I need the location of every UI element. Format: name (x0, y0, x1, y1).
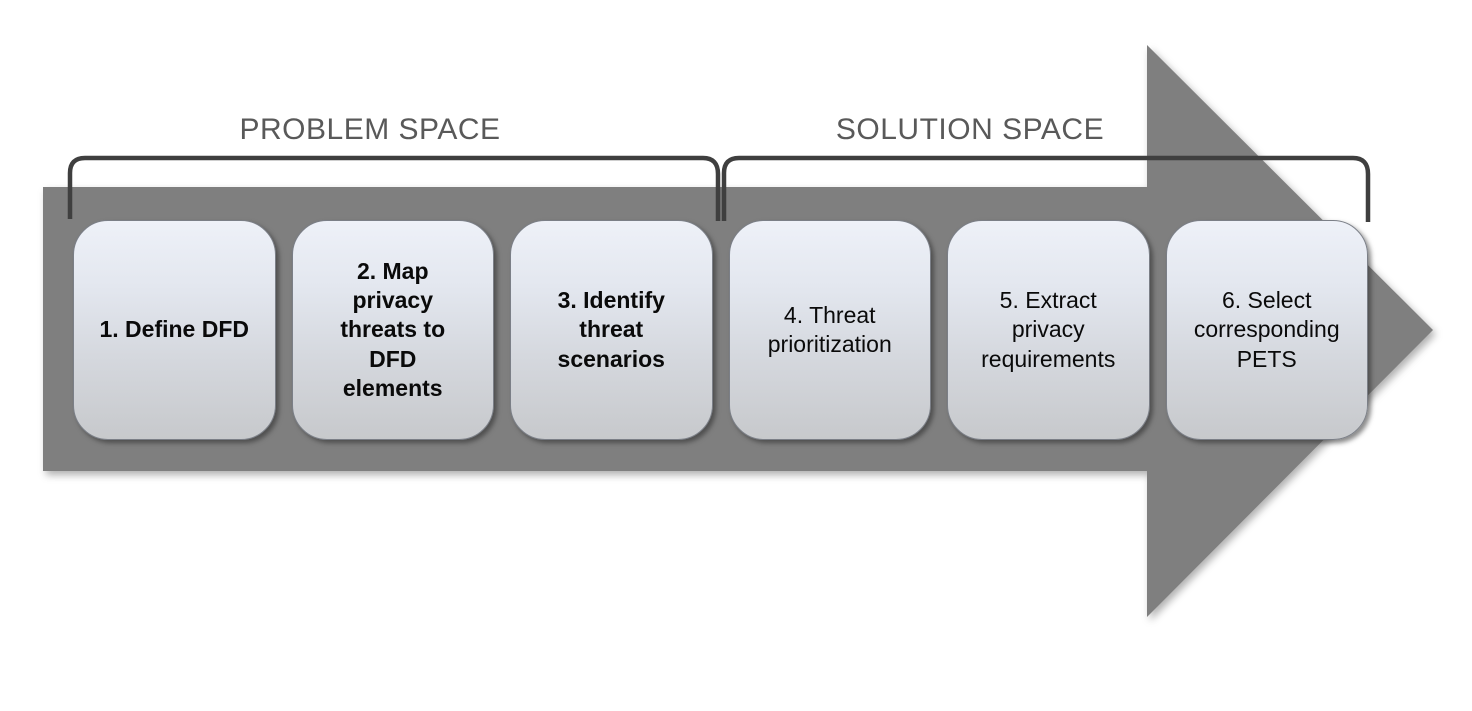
steps-row: 1. Define DFD 2. Map privacy threats to … (73, 220, 1368, 440)
step-box-1-define-dfd: 1. Define DFD (73, 220, 276, 440)
step-box-2-map-privacy-threats: 2. Map privacy threats to DFD elements (291, 220, 494, 440)
step-label-2: 2. Map privacy threats to DFD elements (340, 257, 446, 401)
step-label-4: 4. Threat prioritization (767, 301, 892, 357)
step-box-3-identify-threat-scenarios: 3. Identify threat scenarios (510, 220, 713, 440)
step-box-5-extract-privacy-requirements: 5. Extract privacy requirements (947, 220, 1150, 440)
step-label-1: 1. Define DFD (99, 316, 250, 343)
problem-space-label: PROBLEM SPACE (239, 113, 501, 146)
step-box-4-threat-prioritization: 4. Threat prioritization (728, 220, 931, 440)
step-label-5: 5. Extract privacy requirements (981, 287, 1116, 372)
step-label-3: 3. Identify threat scenarios (557, 287, 665, 372)
problem-space-bracket (67, 155, 721, 221)
step-label-6: 6. Select corresponding PETS (1193, 287, 1340, 372)
solution-space-bracket (721, 155, 1371, 222)
solution-space-label: SOLUTION SPACE (835, 113, 1105, 146)
step-box-6-select-corresponding-pets: 6. Select corresponding PETS (1165, 220, 1368, 440)
